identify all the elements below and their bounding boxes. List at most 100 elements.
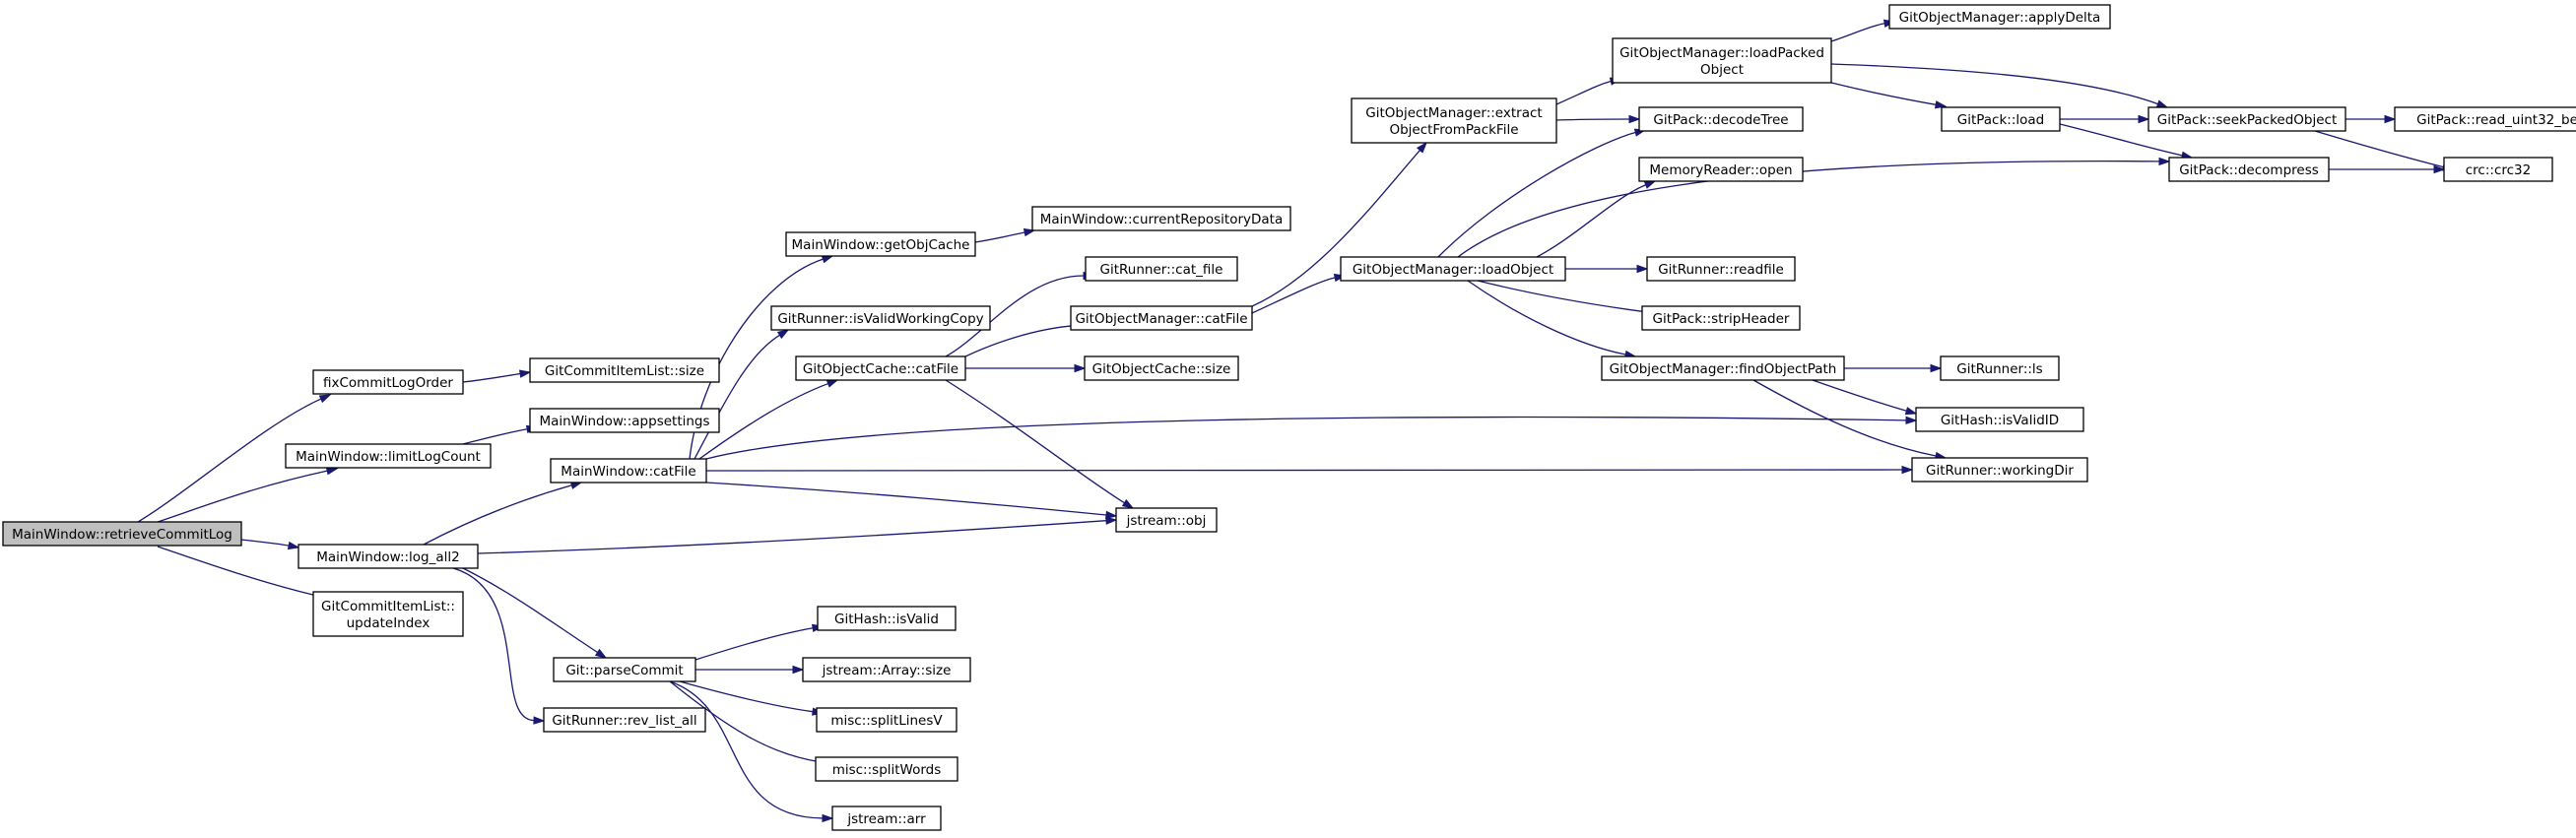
node-mrOpen[interactable]: MemoryReader::open [1638, 157, 1804, 182]
node-isValid[interactable]: GitHash::isValid [817, 606, 957, 631]
node-gocCatFile[interactable]: GitObjectCache::catFile [795, 355, 966, 381]
node-currentRepositoryData[interactable]: MainWindow::currentRepositoryData [1031, 206, 1291, 231]
node-jsArr[interactable]: jstream::arr [831, 806, 942, 831]
edge-gocCatFile-to-gocSize [964, 363, 1087, 373]
edge-arrowhead [2384, 114, 2397, 124]
node-gomCatFile[interactable]: GitObjectManager::catFile [1070, 305, 1253, 331]
node-label: GitRunner::rev_list_all [552, 713, 696, 729]
node-label: GitObjectCache::catFile [803, 361, 958, 377]
edge-line [1467, 280, 1626, 355]
node-box [2, 521, 242, 547]
node-label: GitRunner::isValidWorkingCopy [777, 311, 983, 327]
node-box [312, 591, 464, 637]
node-workingDir[interactable]: GitRunner::workingDir [1911, 457, 2088, 483]
node-box [550, 458, 707, 483]
node-readfile[interactable]: GitRunner::readfile [1646, 256, 1796, 282]
edge-arrowhead [822, 813, 834, 823]
edge-arrowhead [287, 541, 300, 550]
edge-getObjCache-to-currentRepositoryData [974, 227, 1036, 243]
node-box [529, 408, 720, 433]
node-box [795, 355, 966, 381]
node-getObjCache[interactable]: MainWindow::getObjCache [785, 231, 976, 257]
node-box [1915, 407, 2084, 432]
node-decodeTree[interactable]: GitPack::decodeTree [1638, 106, 1804, 132]
node-label: MemoryReader::open [1649, 162, 1792, 178]
node-read_uint32_be[interactable]: GitPack::read_uint32_be [2394, 106, 2576, 132]
edge-decompress-to-crc32 [2329, 164, 2446, 174]
node-box [1031, 206, 1291, 231]
edge-line [694, 334, 780, 460]
edge-gomCatFile-to-extract [1251, 141, 1427, 307]
edge-loadObject-to-decodeTree [1437, 128, 1647, 258]
node-retrieveCommitLog[interactable]: MainWindow::retrieveCommitLog [2, 521, 242, 547]
node-box [2443, 157, 2553, 182]
node-rev_list_all[interactable]: GitRunner::rev_list_all [543, 707, 706, 733]
node-parseCommit[interactable]: Git::parseCommit [553, 657, 696, 682]
node-gcilSize[interactable]: GitCommitItemList::size [529, 357, 720, 383]
node-splitWords[interactable]: misc::splitWords [815, 756, 958, 782]
edge-line [1555, 118, 1630, 121]
node-gocSize[interactable]: GitObjectCache::size [1084, 355, 1239, 381]
node-jsObj[interactable]: jstream::obj [1115, 507, 1218, 533]
edge-retrieveCommitLog-to-limitLogCount [157, 467, 339, 523]
node-box [815, 756, 958, 782]
edge-line [452, 567, 535, 722]
node-label: jstream::arr [846, 811, 926, 827]
node-decompress[interactable]: GitPack::decompress [2168, 157, 2330, 182]
node-box [785, 231, 976, 257]
node-updateIndex[interactable]: GitCommitItemList::updateIndex [312, 591, 464, 637]
node-log_all2[interactable]: MainWindow::log_all2 [297, 544, 479, 569]
node-box [1941, 106, 2061, 132]
node-ls[interactable]: GitRunner::ls [1940, 355, 2060, 381]
edge-arrowhead [1105, 516, 1118, 525]
node-box [529, 357, 720, 383]
node-isValidWorkingCopy[interactable]: GitRunner::isValidWorkingCopy [770, 305, 991, 331]
edge-arrowhead [821, 255, 834, 264]
edge-arrowhead [1074, 363, 1087, 373]
node-label: Git::parseCommit [565, 663, 683, 678]
node-limitLogCount[interactable]: MainWindow::limitLogCount [285, 443, 492, 469]
edge-line [705, 416, 1907, 460]
edge-line [1437, 131, 1636, 258]
node-label: Object [1700, 62, 1744, 78]
node-cat_file[interactable]: GitRunner::cat_file [1085, 256, 1238, 282]
node-seekPacked[interactable]: GitPack::seekPackedObject [2147, 106, 2346, 132]
edge-retrieveCommitLog-to-fixCommitLogOrder [137, 394, 332, 523]
node-stripHeader[interactable]: GitPack::stripHeader [1641, 305, 1801, 331]
node-label: MainWindow::retrieveCommitLog [12, 527, 232, 543]
edge-line [462, 372, 521, 383]
node-box [1911, 457, 2088, 483]
edge-seekPacked-to-crc32 [2314, 130, 2455, 171]
edge-arrowhead [1628, 114, 1641, 124]
node-label: GitPack::seekPackedObject [2157, 112, 2338, 128]
node-loadObject[interactable]: GitObjectManager::loadObject [1340, 256, 1566, 282]
node-fixCommitLogOrder[interactable]: fixCommitLogOrder [312, 369, 464, 395]
node-appsettings[interactable]: MainWindow::appsettings [529, 408, 720, 433]
node-applyDelta[interactable]: GitObjectManager::applyDelta [1888, 4, 2111, 30]
edge-mwCatFile-to-isValidWorkingCopy [694, 329, 790, 460]
node-findObjectPath[interactable]: GitObjectManager::findObjectPath [1601, 355, 1845, 381]
edge-line [462, 428, 528, 445]
node-box [831, 806, 942, 831]
edge-retrieveCommitLog-to-log_all2 [240, 539, 300, 550]
edge-line [423, 484, 572, 546]
node-isValidID[interactable]: GitHash::isValidID [1915, 407, 2084, 432]
node-label: GitCommitItemList::size [545, 363, 704, 379]
edge-arrowhead [1904, 407, 1918, 416]
edge-line [1457, 161, 2160, 258]
node-mwCatFile[interactable]: MainWindow::catFile [550, 458, 707, 483]
node-crc32[interactable]: crc::crc32 [2443, 157, 2553, 182]
edge-line [1555, 80, 1612, 105]
edge-line [705, 469, 1903, 472]
node-arrSize[interactable]: jstream::Array::size [802, 657, 971, 682]
node-box [1601, 355, 1845, 381]
node-splitLinesV[interactable]: misc::splitLinesV [816, 707, 958, 733]
node-gpLoad[interactable]: GitPack::load [1941, 106, 2061, 132]
edge-line [669, 680, 819, 762]
node-label: GitObjectManager::findObjectPath [1610, 361, 1837, 377]
edge-line [974, 231, 1025, 243]
node-extract[interactable]: GitObjectManager::extractObjectFromPackF… [1351, 97, 1557, 144]
edge-line [1812, 379, 1907, 412]
edge-log_all2-to-jsObj [477, 516, 1118, 554]
